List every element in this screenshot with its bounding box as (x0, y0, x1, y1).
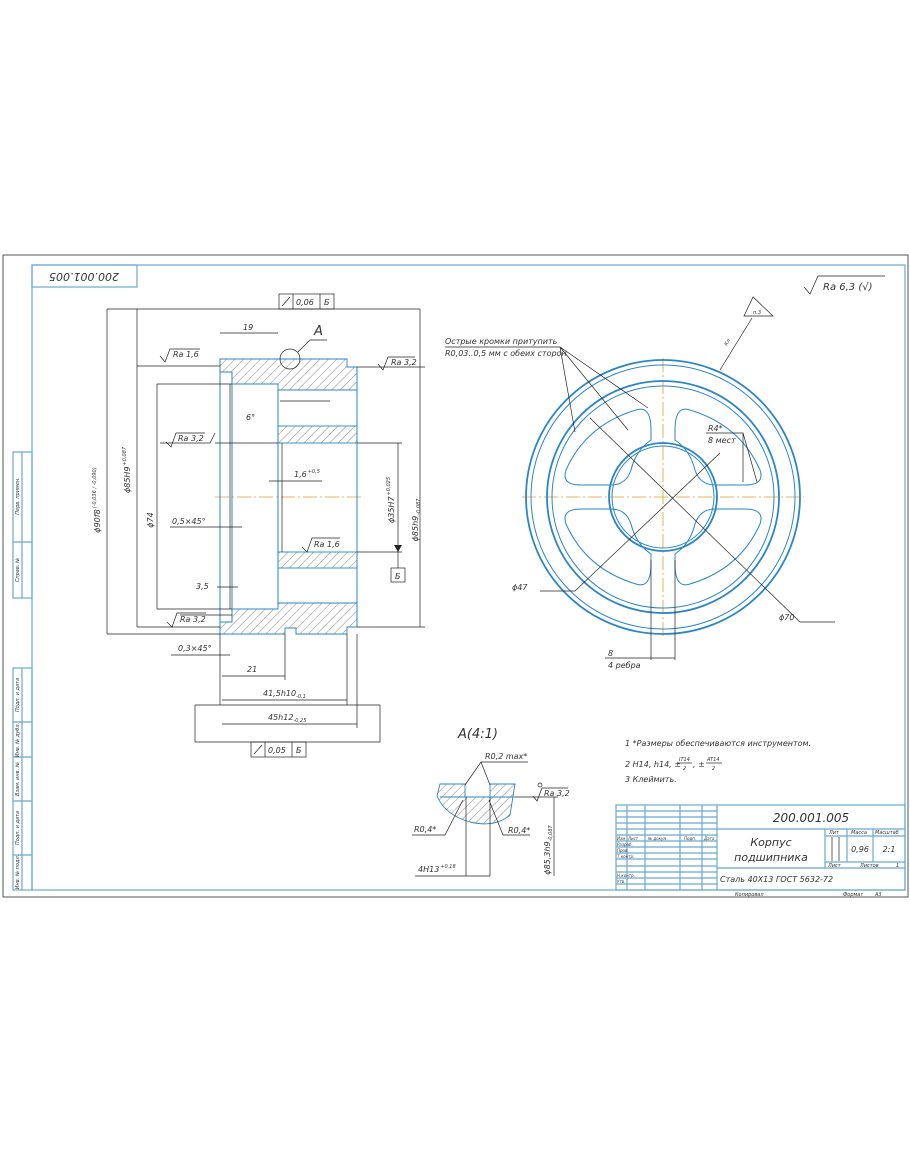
runout-bottom: 0,05 Б (250, 741, 307, 758)
annotation-label: 8 мест (708, 436, 736, 445)
annotation-label: Утв. (617, 879, 625, 884)
scale-value: 2:1 (883, 845, 896, 854)
material: Сталь 40Х13 ГОСТ 5632-72 (720, 875, 833, 884)
annotation-label: ϕ70 (779, 613, 794, 622)
annotation-label: Перв. примен. (15, 477, 21, 515)
annotation-label: 2 (712, 766, 715, 772)
annotation-label: Б (296, 746, 302, 755)
annotation-label: Ra 3,2 (178, 434, 204, 443)
annotation-label: Разраб. (617, 842, 633, 847)
annotation-label: Б (324, 298, 330, 307)
annotation-label: Изм (617, 836, 625, 841)
annotation-label: Подп. и дата (15, 811, 21, 845)
annotation-label: 3,5 (196, 582, 209, 591)
part-name-line1: Корпус (750, 836, 791, 849)
sheet-frame: 200.001.005 (2, 254, 909, 898)
annotation-label: 21 (247, 665, 257, 674)
annotation-label: IT14 (679, 757, 690, 763)
annotation-label: 3 Клеймить. (625, 775, 677, 784)
title-block: Изм Лист № докум. Подп. Дата Разраб. Про… (615, 804, 906, 898)
annotation-label: 19 (243, 323, 253, 332)
annotation-label: R0,4* (508, 826, 530, 835)
annotation-label: Лист (827, 863, 842, 869)
side-strip: Перв. примен. Справ. № Подп. и дата Инв.… (12, 451, 33, 891)
annotation-label: Лит (828, 830, 840, 836)
part-name-line2: подшипника (734, 851, 808, 864)
annotation-label: , ± (693, 760, 705, 769)
general-roughness: Ra 6,3 (√) (803, 275, 885, 295)
annotation-label: 0,5×45° (172, 517, 206, 526)
annotation-label: 41,5h10-0,1 (263, 689, 306, 700)
annotation-label: Масса (851, 830, 867, 836)
annotation-label: 0,05 (268, 746, 286, 755)
annotation-label: Дата (703, 836, 715, 841)
annotation-label: Копировал (735, 892, 764, 898)
annotation-label: 2 (683, 766, 686, 772)
annotation-label: 1 (896, 863, 899, 869)
annotation-label: ϕ47 (512, 583, 528, 592)
section-view: Ra 1,6 Ra 3,2 Ra 3,2 Ra 1,6 Ra 3,2 0,06 … (92, 293, 425, 758)
annotation-label: Лист (627, 836, 639, 841)
annotation-label: 1,6+0,5 (294, 469, 320, 479)
annotation-label: Б (395, 572, 401, 581)
annotation-label: 2 H14, h14, ± (625, 760, 681, 769)
annotation-label: Т.контр. (617, 854, 634, 859)
runout-top: 0,06 Б (278, 293, 335, 310)
annotation-label: R0,4* (414, 825, 436, 834)
detail-a: A(4:1) R0,2 max* R0,4* R0,4* Ra 3,2 4H13… (412, 727, 570, 877)
annotation-label: Н.контр. (617, 873, 635, 878)
annotation-label: 4H13+0,18 (418, 864, 456, 874)
annotation-label: 8 (608, 649, 613, 658)
annotation-label: A(4:1) (457, 727, 498, 742)
annotation-label: Формат (843, 892, 864, 898)
annotation-label: Справ. № (15, 558, 21, 582)
technical-notes: 1 *Размеры обеспечиваются инструментом. … (625, 739, 811, 784)
annotation-label: Взам. инв. № (15, 762, 21, 796)
annotation-label: Ra 3,2 (544, 789, 570, 798)
stamp-header: Изм Лист № докум. Подп. Дата Разраб. Про… (617, 836, 715, 884)
annotation-label: Инв. № подл. (15, 855, 21, 890)
annotation-label: Ra 1,6 (173, 350, 199, 359)
annotation-label: Инв. № дубл. (15, 723, 21, 757)
annotation-label: Пров. (617, 848, 629, 853)
annotation-label: Подп. (684, 836, 696, 841)
annotation-label: Ra 3,2 (391, 358, 417, 367)
annotation-label: ϕ85,3h9-0,087 (543, 825, 554, 875)
annotation-label: Острые кромки притупить (445, 337, 558, 346)
annotation-label: ϕ90f8(-0,036 / -0,090) (92, 467, 102, 532)
annotation-label: А3 (874, 892, 882, 898)
annotation-label: Кл (724, 337, 733, 347)
annotation-label: 6° (246, 413, 255, 422)
annotation-label: 0,3×45° (178, 644, 212, 653)
annotation-label: Ra 6,3 (√) (823, 282, 873, 293)
annotation-label: Листов (859, 863, 879, 869)
annotation-label: AT14 (706, 757, 719, 763)
annotation-label: ϕ85h9-0,087 (411, 498, 422, 542)
annotation-label: Ra 1,6 (314, 540, 340, 549)
annotation-label: 4 ребра (608, 661, 641, 670)
rotated-code: 200.001.005 (49, 270, 119, 283)
annotation-label: R4* (708, 424, 723, 433)
annotation-label: 45h12-0,25 (268, 713, 306, 724)
annotation-label: R0,2 max* (485, 752, 527, 761)
annotation-label: ϕ74 (146, 512, 155, 527)
annotation-label: ϕ85H9+0,087 (122, 446, 132, 493)
mass-value: 0,96 (851, 845, 869, 854)
annotation-label: Масштаб (875, 830, 899, 836)
annotation-label: R0,03..0,5 мм с обеих сторон (445, 349, 567, 358)
window-cutouts (564, 408, 762, 586)
annotation-label: A (313, 324, 323, 339)
annotation-label: 1 *Размеры обеспечиваются инструментом. (625, 739, 811, 748)
annotation-label: ϕ35H7+0,025 (386, 477, 396, 523)
front-view: Острые кромки притупить R0,03..0,5 мм с … (445, 296, 835, 670)
annotation-label: Подп. и дата (15, 678, 21, 712)
drawing-code: 200.001.005 (773, 811, 849, 825)
annotation-label: 0,06 (296, 298, 314, 307)
annotation-label: № докум. (647, 836, 668, 841)
annotation-label: Ra 3,2 (180, 615, 206, 624)
annotation-label: п.3 (753, 310, 761, 316)
